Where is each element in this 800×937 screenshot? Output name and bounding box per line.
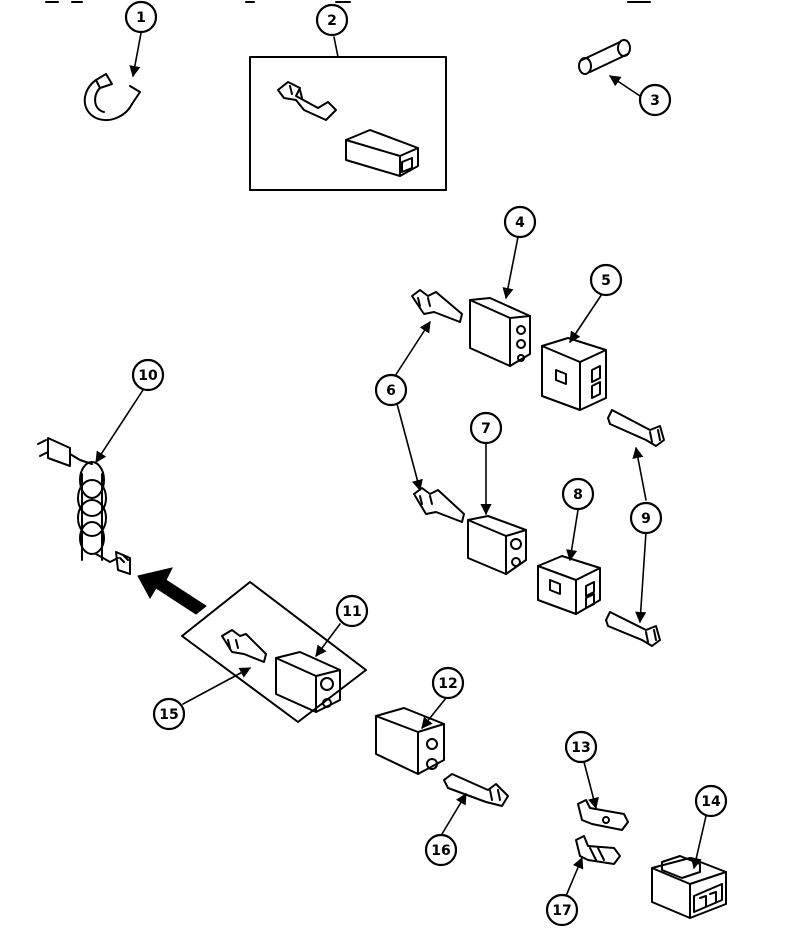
- callout-8: 8: [561, 477, 595, 511]
- male-terminal-6a-part: [411, 289, 463, 323]
- callout-label: 13: [571, 740, 590, 756]
- callout-1: 1: [124, 0, 158, 34]
- callout-6: 6: [374, 373, 408, 407]
- callout-11: 11: [335, 594, 369, 628]
- callout-circle: [469, 411, 503, 445]
- callout-circle: [638, 83, 672, 117]
- callout-circle: [335, 594, 369, 628]
- callout-circle: [152, 697, 186, 731]
- wire-harness-part: [37, 437, 131, 575]
- connector-housing-4-part: [469, 297, 531, 367]
- kit-direction-arrow: [137, 567, 207, 615]
- male-terminal-6b-part: [413, 487, 465, 523]
- callout-circle: [564, 730, 598, 764]
- callout-2: 2: [315, 3, 349, 37]
- callout-label: 4: [515, 215, 525, 231]
- callout-circle: [503, 205, 537, 239]
- callout-7: 7: [469, 411, 503, 445]
- callout-16: 16: [424, 833, 458, 867]
- female-terminal-9a-part: [607, 409, 665, 447]
- callout-label: 11: [342, 604, 361, 620]
- callout-label: 1: [136, 10, 146, 26]
- callout-5: 5: [589, 263, 623, 297]
- callout-circle: [561, 477, 595, 511]
- callout-13: 13: [564, 730, 598, 764]
- callout-label: 14: [701, 794, 721, 810]
- callout-4: 4: [503, 205, 537, 239]
- callout-17: 17: [545, 893, 579, 927]
- callout-label: 17: [552, 903, 571, 919]
- sleeve-part: [578, 39, 631, 75]
- callout-label: 6: [386, 383, 396, 399]
- callout-label: 15: [159, 707, 178, 723]
- connector-housing-7-part: [467, 515, 527, 575]
- callout-circle: [545, 893, 579, 927]
- callout-circle: [589, 263, 623, 297]
- connector-housing-8-part: [537, 555, 601, 615]
- callout-12: 12: [431, 666, 465, 700]
- female-terminal-17-part: [575, 835, 621, 865]
- callout-3: 3: [638, 83, 672, 117]
- callout-15: 15: [152, 697, 186, 731]
- callout-label: 9: [641, 511, 651, 527]
- callout-circle: [424, 833, 458, 867]
- callout-label: 3: [650, 93, 660, 109]
- callout-9: 9: [629, 501, 663, 535]
- male-terminal-16-part: [443, 773, 509, 807]
- female-terminal-13-part: [577, 799, 629, 831]
- callout-circle: [694, 784, 728, 818]
- callout-label: 5: [601, 273, 611, 289]
- connector-housing-5-part: [541, 337, 607, 411]
- callout-label: 10: [138, 368, 158, 384]
- terminal-kit-part: [249, 56, 447, 191]
- terminal-kit-11-part: [181, 581, 367, 723]
- connector-housing-12-part: [375, 707, 445, 775]
- callout-circle: [315, 3, 349, 37]
- callout-label: 16: [431, 843, 450, 859]
- callout-10: 10: [131, 358, 165, 392]
- callout-circle: [131, 358, 165, 392]
- receptacle-block-14-part: [651, 855, 727, 919]
- callout-circle: [629, 501, 663, 535]
- callout-circle: [431, 666, 465, 700]
- callout-label: 8: [573, 487, 583, 503]
- callout-circle: [124, 0, 158, 34]
- callout-label: 2: [327, 13, 337, 29]
- female-terminal-9b-part: [605, 611, 661, 647]
- leader-lines: [95, 32, 707, 897]
- callout-label: 7: [481, 421, 491, 437]
- callout-circle: [374, 373, 408, 407]
- callout-label: 12: [438, 676, 457, 692]
- callout-14: 14: [694, 784, 728, 818]
- cable-clamp-part: [83, 73, 141, 122]
